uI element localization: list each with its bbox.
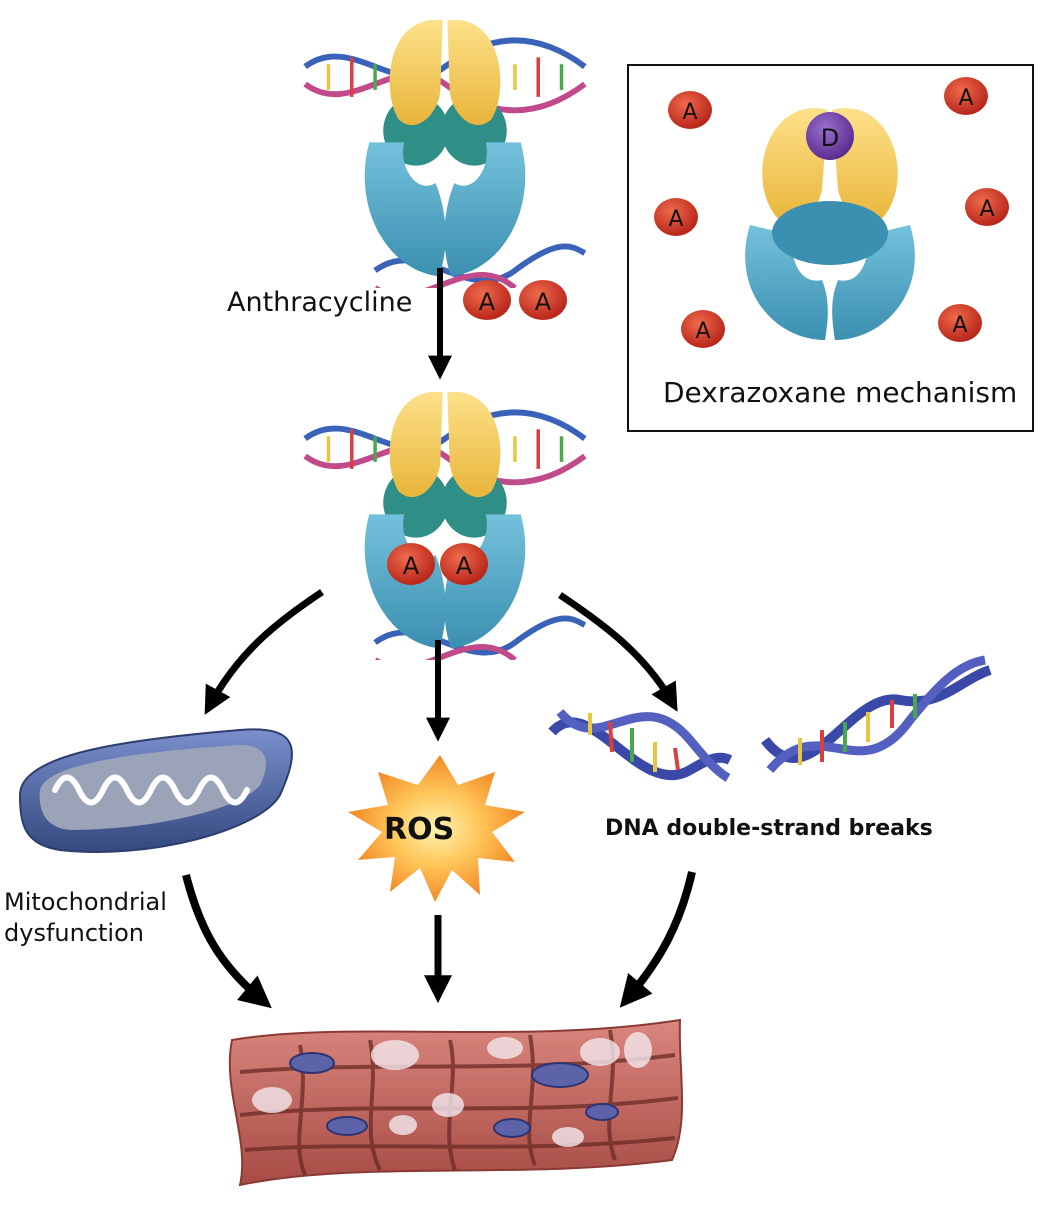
topoisomerase-dna-complex-bound	[305, 392, 585, 668]
anthracycline-molecule: A	[944, 77, 988, 115]
cardiomyocyte-illustration	[228, 1018, 684, 1187]
label-anthracycline: Anthracycline	[227, 287, 413, 318]
dexrazoxane-molecule: D	[806, 112, 854, 160]
inset-anthracycline-molecules: A A A A A A	[654, 77, 1009, 348]
anthracycline-molecule: A	[654, 198, 698, 236]
label-ros: ROS	[384, 812, 455, 847]
anthracycline-marker: A	[979, 197, 994, 222]
anthracycline-marker: A	[479, 288, 496, 316]
anthracycline-molecule: A	[938, 304, 982, 342]
topoisomerase-dna-complex-top	[305, 20, 585, 296]
bound-anthracycline-pair: A A	[387, 543, 488, 585]
label-mitochondrial-dysfunction: Mitochondrial dysfunction	[4, 888, 167, 947]
dexrazoxane-inset-box	[627, 64, 1034, 432]
arrow-mito-to-myocyte	[182, 874, 272, 1009]
anthracycline-marker: A	[403, 552, 420, 580]
label-dna-breaks: DNA double-strand breaks	[605, 816, 933, 841]
dexrazoxane-complex: D	[745, 108, 915, 340]
ros-burst	[348, 755, 525, 902]
dna-double-helix-broken-left	[548, 708, 733, 782]
anthracycline-molecule: A	[463, 280, 511, 320]
dna-double-helix-broken-right	[761, 655, 992, 773]
arrow-to-dna-breaks	[558, 592, 678, 712]
anthracycline-marker: A	[952, 313, 967, 338]
dexrazoxane-marker: D	[821, 124, 839, 152]
anthracycline-marker: A	[958, 86, 973, 111]
anthracycline-molecule: A	[440, 543, 488, 585]
anthracycline-marker: A	[668, 207, 683, 232]
anthracycline-marker: A	[535, 288, 552, 316]
arrow-to-mitochondria	[204, 589, 324, 715]
anthracycline-molecule: A	[387, 543, 435, 585]
anthracycline-marker: A	[695, 319, 710, 344]
anthracycline-marker: A	[682, 100, 697, 125]
anthracycline-marker: A	[456, 552, 473, 580]
anthracycline-molecule: A	[668, 91, 712, 129]
anthracycline-molecule: A	[519, 280, 567, 320]
label-dexrazoxane-mechanism: Dexrazoxane mechanism	[663, 376, 1018, 409]
arrow-dna-to-myocyte	[619, 871, 696, 1008]
mitochondrion-illustration	[18, 728, 293, 853]
anthracycline-molecule: A	[681, 310, 725, 348]
free-anthracycline-pair: A A	[463, 280, 567, 320]
anthracycline-molecule: A	[965, 188, 1009, 226]
